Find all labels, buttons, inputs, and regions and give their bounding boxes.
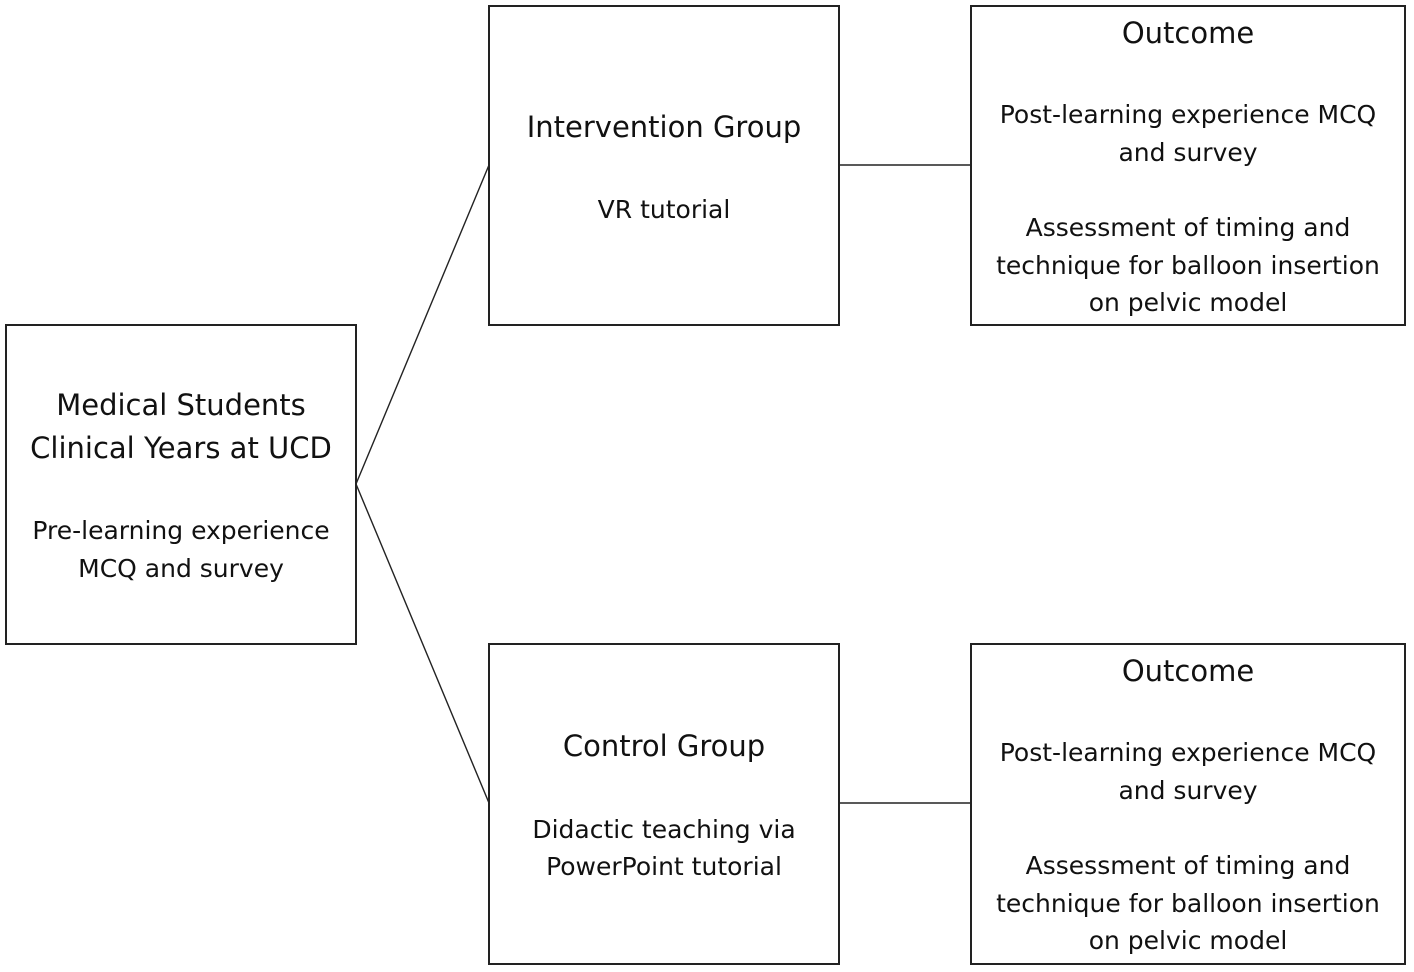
intervention-title: Intervention Group [526,110,802,144]
outcome-top-title: Outcome [1121,16,1255,50]
students-detail-line1: Pre-learning experience [32,516,330,545]
students-detail-line2: MCQ and survey [78,554,284,583]
control-detail-line1: Didactic teaching via [532,815,796,844]
control-title: Control Group [562,729,766,763]
medical-students-box: Medical Students Clinical Years at UCD P… [5,324,357,645]
outcome-bottom-line2: and survey [1118,776,1258,805]
outcome-bottom-line4: technique for balloon insertion [996,889,1380,918]
students-title-line2: Clinical Years at UCD [30,431,332,465]
outcome-top-line4: technique for balloon insertion [996,251,1380,280]
outcome-bottom-line5: on pelvic model [1088,926,1288,955]
outcome-bottom-line1: Post-learning experience MCQ [999,738,1377,767]
outcome-top-line2: and survey [1118,138,1258,167]
outcome-top-line5: on pelvic model [1088,288,1288,317]
students-title-line1: Medical Students [56,388,306,422]
control-detail-line2: PowerPoint tutorial [546,852,782,881]
connector-students-to-control [355,483,490,804]
outcome-box-top: Outcome Post-learning experience MCQ and… [970,5,1406,326]
control-group-box: Control Group Didactic teaching via Powe… [488,643,840,965]
outcome-box-bottom: Outcome Post-learning experience MCQ and… [970,643,1406,965]
outcome-top-line3: Assessment of timing and [1025,213,1351,242]
intervention-detail: VR tutorial [597,195,731,224]
connector-students-to-intervention [355,164,490,485]
outcome-bottom-line3: Assessment of timing and [1025,851,1351,880]
outcome-top-line1: Post-learning experience MCQ [999,100,1377,129]
intervention-group-box: Intervention Group VR tutorial [488,5,840,326]
outcome-bottom-title: Outcome [1121,654,1255,688]
